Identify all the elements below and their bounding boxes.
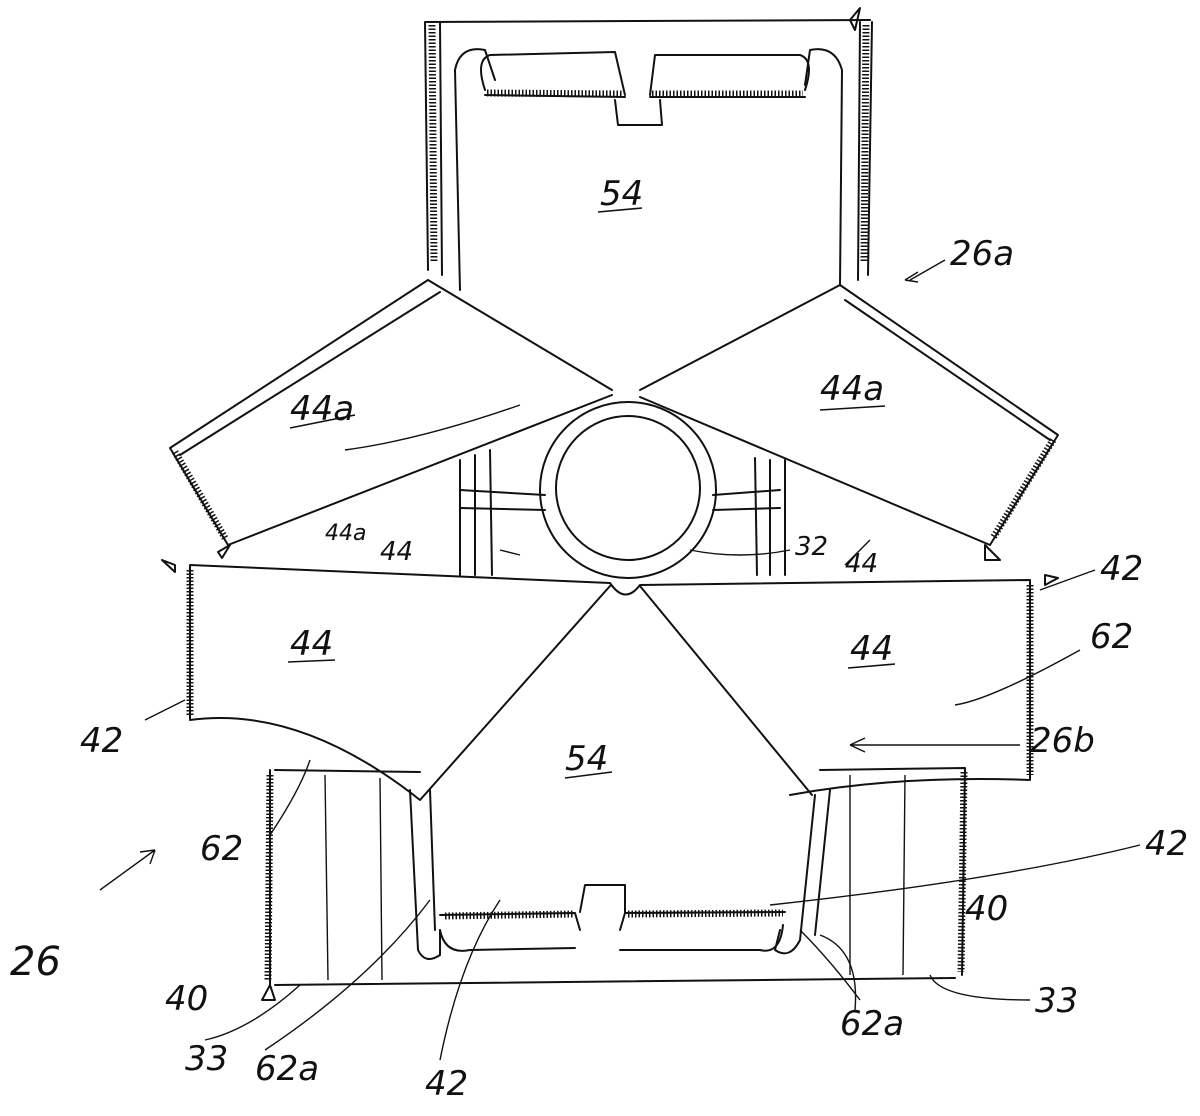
label-wing-left: 44a bbox=[290, 389, 354, 429]
label-upper-assembly: 26a bbox=[950, 234, 1014, 274]
label-edge-right: 62 bbox=[1090, 617, 1133, 657]
label-flap-right: 33 bbox=[1035, 981, 1078, 1021]
label-side-left: 40 bbox=[165, 979, 208, 1019]
label-fold-right: 62a bbox=[840, 1004, 904, 1044]
label-arm-right: 44 bbox=[850, 629, 893, 669]
arms bbox=[161, 559, 1059, 801]
label-edge-left: 62 bbox=[200, 829, 243, 869]
label-strap-left: 44 bbox=[380, 537, 413, 567]
label-lower-assembly: 26b bbox=[1030, 721, 1095, 761]
label-wing-right: 44a bbox=[820, 369, 884, 409]
label-ring: 32 bbox=[795, 532, 828, 562]
bottom-panel bbox=[261, 767, 968, 1001]
top-panel bbox=[424, 7, 873, 291]
label-wing-inner: 44a bbox=[325, 521, 366, 546]
label-side-right: 40 bbox=[965, 889, 1008, 929]
label-flap-left: 33 bbox=[185, 1039, 228, 1079]
leader-lines bbox=[99, 259, 1141, 1061]
label-bottom-panel: 54 bbox=[565, 739, 608, 779]
reference-labels: 54 26a 44a 44a 44a 44 32 44 44 44 42 62 … bbox=[10, 174, 1188, 1104]
label-top-panel: 54 bbox=[600, 174, 643, 214]
label-strap-right: 44 bbox=[845, 549, 878, 579]
label-fold-left: 62a bbox=[255, 1049, 319, 1089]
label-hem-left: 42 bbox=[80, 721, 123, 761]
label-hem-bottom-right: 42 bbox=[1145, 824, 1188, 864]
label-assembly: 26 bbox=[10, 939, 61, 985]
ring bbox=[459, 401, 786, 579]
label-hem-bottom: 42 bbox=[425, 1064, 468, 1104]
label-arm-left: 44 bbox=[290, 624, 333, 664]
upper-wings bbox=[169, 279, 1059, 561]
label-hem-right: 42 bbox=[1100, 549, 1143, 589]
